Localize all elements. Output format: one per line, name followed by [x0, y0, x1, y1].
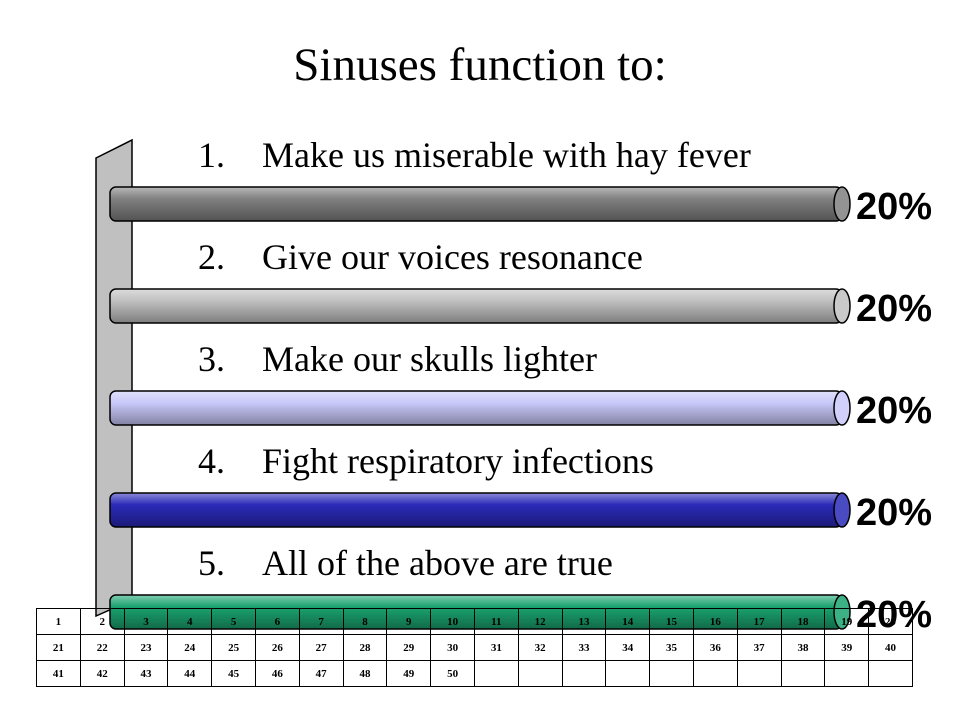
grid-cell	[868, 660, 913, 687]
grid-cell: 45	[211, 660, 256, 687]
bar-1	[109, 186, 843, 222]
grid-cell: 17	[736, 608, 782, 635]
grid-cell: 19	[824, 608, 870, 635]
grid-cell: 50	[430, 660, 475, 687]
value-label-4: 20%	[856, 492, 932, 534]
grid-cell	[649, 660, 694, 687]
grid-cell: 27	[298, 634, 344, 661]
grid-cell: 44	[167, 660, 213, 687]
grid-cell: 12	[517, 608, 563, 635]
grid-cell: 20	[868, 608, 913, 635]
option-label-5: All of the above are true	[262, 543, 613, 583]
option-number-2: 2.	[198, 237, 225, 277]
grid-cell: 22	[79, 634, 125, 661]
grid-cell: 47	[298, 660, 344, 687]
grid-cell: 43	[123, 660, 169, 687]
option-label-4: Fight respiratory infections	[262, 441, 654, 481]
option-label-1: Make us miserable with hay fever	[262, 135, 751, 175]
grid-cell: 13	[561, 608, 607, 635]
option-number-4: 4.	[198, 441, 225, 481]
bar-cap-4	[833, 492, 851, 528]
grid-cell: 34	[605, 634, 651, 661]
bar-cap-1	[833, 186, 851, 222]
grid-cell: 29	[386, 634, 432, 661]
option-label-3: Make our skulls lighter	[262, 339, 597, 379]
grid-cell: 6	[254, 608, 300, 635]
grid-cell: 8	[342, 608, 388, 635]
bar-cap-3	[833, 390, 851, 426]
grid-cell: 40	[868, 634, 913, 661]
grid-cell: 23	[123, 634, 169, 661]
grid-cell: 39	[824, 634, 870, 661]
grid-cell: 48	[342, 660, 388, 687]
grid-cell: 3	[123, 608, 169, 635]
grid-cell: 7	[298, 608, 344, 635]
grid-cell	[780, 660, 826, 687]
grid-cell	[473, 660, 519, 687]
grid-cell: 30	[430, 634, 475, 661]
grid-cell	[517, 660, 563, 687]
grid-cell: 21	[36, 634, 81, 661]
option-number-3: 3.	[198, 339, 225, 379]
grid-cell: 46	[254, 660, 300, 687]
grid-cell: 32	[517, 634, 563, 661]
grid-cell: 1	[36, 608, 81, 635]
option-number-1: 1.	[198, 135, 225, 175]
grid-cell: 35	[649, 634, 694, 661]
grid-cell: 24	[167, 634, 213, 661]
grid-cell: 41	[36, 660, 81, 687]
option-number-5: 5.	[198, 543, 225, 583]
grid-cell: 42	[79, 660, 125, 687]
grid-cell: 15	[649, 608, 694, 635]
option-label-2: Give our voices resonance	[262, 237, 643, 277]
grid-cell	[605, 660, 651, 687]
grid-cell: 38	[780, 634, 826, 661]
grid-cell: 31	[473, 634, 519, 661]
grid-cell: 26	[254, 634, 300, 661]
grid-cell: 9	[386, 608, 432, 635]
grid-cell: 18	[780, 608, 826, 635]
bar-2	[109, 288, 843, 324]
bar-cap-2	[833, 288, 851, 324]
grid-cell: 4	[167, 608, 213, 635]
grid-cell: 25	[211, 634, 256, 661]
grid-cell: 33	[561, 634, 607, 661]
value-label-2: 20%	[856, 288, 932, 330]
grid-cell	[824, 660, 870, 687]
grid-cell: 10	[430, 608, 475, 635]
grid-cell: 14	[605, 608, 651, 635]
slide-title: Sinuses function to:	[293, 39, 667, 91]
grid-cell: 11	[473, 608, 519, 635]
grid-cell	[561, 660, 607, 687]
value-label-1: 20%	[856, 186, 932, 228]
grid-cell: 2	[79, 608, 125, 635]
grid-cell: 37	[736, 634, 782, 661]
grid-cell: 5	[211, 608, 256, 635]
grid-cell	[736, 660, 782, 687]
grid-cell: 49	[386, 660, 432, 687]
grid-cell: 28	[342, 634, 388, 661]
value-label-3: 20%	[856, 390, 932, 432]
grid-cell: 36	[692, 634, 738, 661]
grid-cell: 16	[692, 608, 738, 635]
grid-cell	[692, 660, 738, 687]
bar-3	[109, 390, 843, 426]
bar-4	[109, 492, 843, 528]
